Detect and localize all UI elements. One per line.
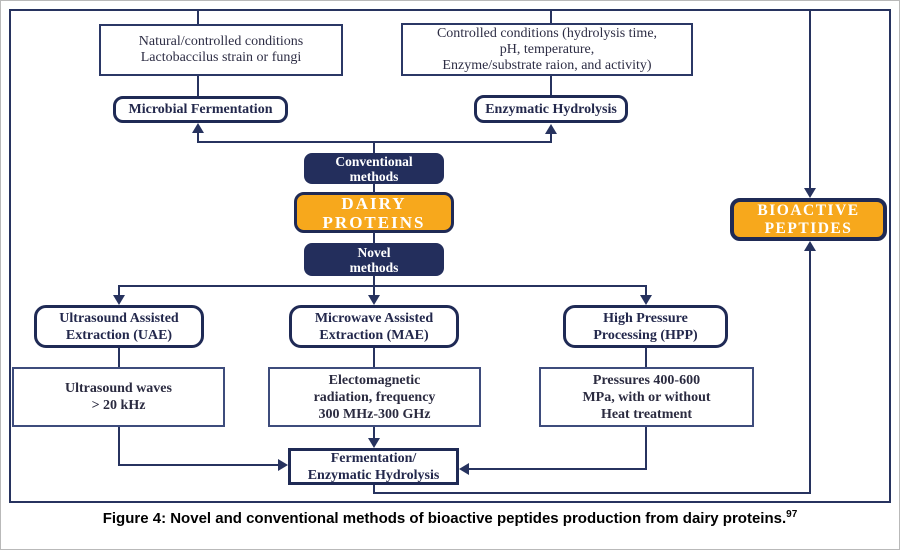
arrowhead-down-icon (804, 188, 816, 198)
text-line: Processing (HPP) (593, 327, 698, 343)
connector (550, 11, 552, 23)
enzymatic-hydrolysis-box: Enzymatic Hydrolysis (474, 95, 628, 123)
text-line: MPa, with or without (582, 389, 711, 405)
conventional-methods-box: Conventional methods (304, 153, 444, 184)
caption-text: Figure 4: Novel and conventional methods… (102, 510, 787, 527)
connector (550, 132, 552, 142)
connector (373, 348, 375, 367)
connector (373, 183, 375, 193)
connector (373, 427, 375, 439)
text-line: radiation, frequency (313, 389, 436, 405)
controlled-conditions-box: Controlled conditions (hydrolysis time, … (401, 23, 693, 76)
text-line: Fermentation/ (330, 450, 417, 466)
connector (118, 427, 120, 466)
text-line: Electomagnetic (328, 372, 421, 388)
arrowhead-down-icon (640, 295, 652, 305)
connector (550, 76, 552, 95)
text-line: Pressures 400-600 (592, 372, 701, 388)
connector (373, 141, 375, 153)
text-line: Novel (357, 244, 391, 260)
natural-conditions-box: Natural/controlled conditions Lactobacci… (99, 24, 343, 76)
connector (373, 485, 375, 494)
text-line: Ultrasound Assisted (59, 310, 179, 326)
text-line: pH, temperature, (499, 41, 595, 57)
connector (373, 492, 811, 494)
connector (197, 131, 199, 142)
uae-detail-box: Ultrasound waves > 20 kHz (12, 367, 225, 427)
text-line: 300 MHz-300 GHz (318, 406, 431, 422)
text-line: methods (349, 168, 399, 184)
connector (373, 275, 375, 286)
microbial-fermentation-box: Microbial Fermentation (113, 96, 288, 123)
text-line: High Pressure (603, 310, 688, 326)
connector (197, 76, 199, 96)
caption-reference-number: 97 (786, 509, 798, 520)
text-line: PEPTIDES (764, 219, 853, 237)
arrowhead-down-icon (368, 295, 380, 305)
text-line: > 20 kHz (91, 398, 146, 413)
text-line: Extraction (MAE) (319, 327, 429, 343)
arrowhead-up-icon (545, 124, 557, 134)
mae-detail-box: Electomagnetic radiation, frequency 300 … (268, 367, 481, 427)
bioactive-peptides-box: BIOACTIVE PEPTIDES (730, 198, 887, 241)
arrowhead-left-icon (459, 463, 469, 475)
connector (197, 11, 199, 24)
connector (645, 285, 647, 297)
text-line: Natural/controlled conditions (138, 34, 304, 49)
connector (118, 464, 279, 466)
connector (118, 285, 647, 287)
connector (809, 11, 811, 189)
text-line: methods (349, 259, 399, 275)
fermentation-hydrolysis-box: Fermentation/ Enzymatic Hydrolysis (288, 448, 459, 485)
text-line: Enzyme/substrate raion, and activity) (442, 57, 652, 73)
text-line: Extraction (UAE) (65, 327, 173, 343)
connector (118, 348, 120, 367)
uae-box: Ultrasound Assisted Extraction (UAE) (34, 305, 204, 348)
text-line: Ultrasound waves (65, 381, 172, 396)
diagram-frame (9, 9, 891, 503)
connector (645, 348, 647, 367)
novel-methods-box: Novel methods (304, 243, 444, 276)
text-line: Enzymatic Hydrolysis (485, 101, 617, 117)
arrowhead-up-icon (804, 241, 816, 251)
text-line: Controlled conditions (hydrolysis time, (436, 25, 658, 41)
text-line: DAIRY (341, 193, 407, 213)
text-line: Enzymatic Hydrolysis (307, 467, 440, 483)
connector (118, 285, 120, 297)
arrowhead-down-icon (368, 438, 380, 448)
connector (373, 285, 375, 297)
arrowhead-down-icon (113, 295, 125, 305)
text-line: PROTEINS (322, 212, 426, 232)
hpp-box: High Pressure Processing (HPP) (563, 305, 728, 348)
text-line: Conventional (335, 153, 413, 169)
mae-box: Microwave Assisted Extraction (MAE) (289, 305, 459, 348)
connector (373, 232, 375, 244)
text-line: Heat treatment (600, 406, 693, 422)
figure-caption: Figure 4: Novel and conventional methods… (1, 509, 899, 527)
text-line: BIOACTIVE (757, 201, 860, 219)
text-line: Lactobaccilus strain or fungi (140, 50, 302, 65)
arrowhead-up-icon (192, 123, 204, 133)
connector (469, 468, 647, 470)
hpp-detail-box: Pressures 400-600 MPa, with or without H… (539, 367, 754, 427)
arrowhead-right-icon (278, 459, 288, 471)
connector (645, 427, 647, 470)
text-line: Microwave Assisted (314, 310, 434, 326)
dairy-proteins-box: DAIRY PROTEINS (294, 192, 454, 233)
text-line: Microbial Fermentation (128, 102, 273, 117)
connector (809, 250, 811, 494)
